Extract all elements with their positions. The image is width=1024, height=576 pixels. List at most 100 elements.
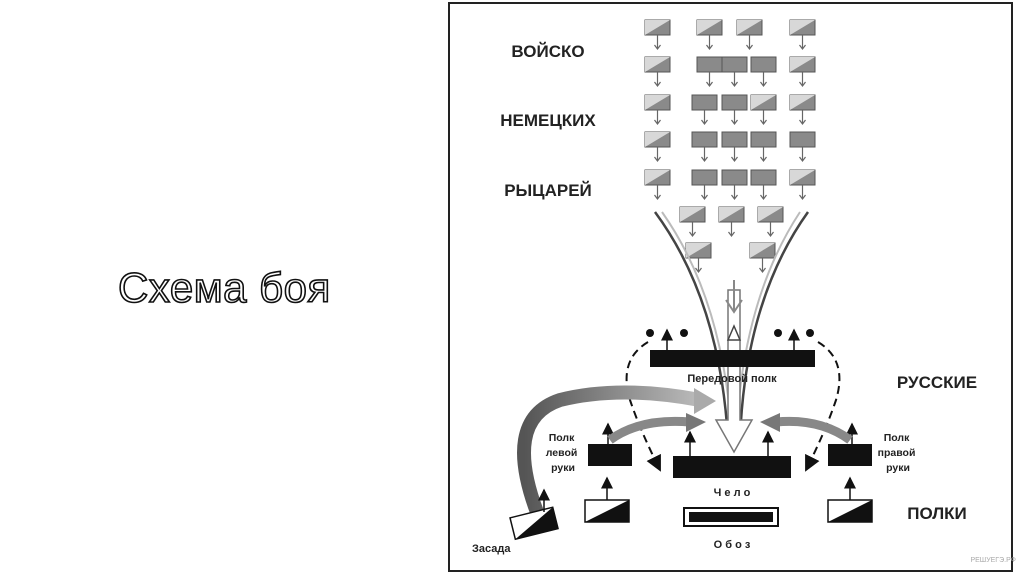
knight-unit — [691, 94, 718, 111]
knight-unit — [750, 56, 777, 73]
knight-unit-flag — [758, 207, 783, 222]
knight-advance-arrow — [799, 35, 806, 50]
knight-advance-arrow — [731, 147, 738, 162]
funnel-left-line — [653, 211, 730, 441]
retreat-right-dashed — [805, 341, 841, 472]
knight-formation — [644, 19, 816, 273]
knight-unit — [691, 169, 718, 186]
knight-unit — [789, 131, 816, 148]
baggage-bar — [689, 512, 773, 522]
counter-arrow — [726, 324, 742, 341]
slide-title: Схема боя — [117, 263, 331, 312]
knight-advance-arrow — [731, 185, 738, 200]
knight-unit-flag — [645, 170, 670, 185]
watermark: РЕШУЕГЭ.РФ — [970, 557, 1016, 564]
knight-unit — [750, 169, 777, 186]
knight-unit — [721, 56, 748, 73]
knight-advance-arrow — [706, 72, 713, 87]
vanguard-dot — [646, 329, 654, 337]
vanguard-label: Передовой полк — [687, 373, 777, 385]
knight-advance-arrow — [767, 222, 774, 237]
ambush-label: Засада — [472, 543, 511, 555]
knight-advance-arrow — [701, 185, 708, 200]
knight-advance-arrow — [746, 35, 753, 50]
right-regiment-bar — [828, 444, 872, 466]
main-attack-arrow — [714, 289, 754, 454]
right-flank-arrowhead — [760, 413, 780, 432]
vanguard-dot — [806, 329, 814, 337]
left-regiment-line: руки — [551, 462, 575, 474]
enemy-label-line: ВОЙСКО — [511, 42, 584, 61]
right-reserve-unit — [827, 476, 873, 523]
right-regiment-label: Полк правой руки — [878, 432, 919, 474]
russian-label-line: ПОЛКИ — [907, 504, 967, 523]
knight-unit-flag — [645, 20, 670, 35]
knight-advance-arrow — [799, 147, 806, 162]
knight-unit — [721, 94, 748, 111]
knight-unit — [750, 131, 777, 148]
right-regiment-line: правой — [878, 447, 916, 459]
knight-unit-flag — [737, 20, 762, 35]
knight-unit-flag — [751, 95, 776, 110]
left-regiment-line: левой — [546, 447, 578, 459]
knight-unit-flag — [645, 57, 670, 72]
knight-advance-arrow — [654, 110, 661, 125]
knight-advance-arrow — [701, 110, 708, 125]
knight-advance-arrow — [731, 110, 738, 125]
knight-advance-arrow — [760, 185, 767, 200]
knight-advance-arrow — [759, 258, 766, 273]
knight-unit-flag — [645, 132, 670, 147]
knight-advance-arrow — [728, 222, 735, 237]
knight-unit-flag — [790, 20, 815, 35]
knight-advance-arrow — [654, 35, 661, 50]
russian-label-line: РУССКИЕ — [897, 373, 977, 392]
vanguard-dot — [774, 329, 782, 337]
knight-advance-arrow — [799, 110, 806, 125]
knight-unit — [721, 169, 748, 186]
left-flank-arrowhead — [686, 413, 706, 432]
right-flank-attack — [775, 416, 853, 444]
knight-unit-flag — [790, 170, 815, 185]
enemy-label-line: РЫЦАРЕЙ — [504, 181, 592, 200]
knight-advance-arrow — [654, 185, 661, 200]
knight-advance-arrow — [760, 110, 767, 125]
knight-unit-flag — [790, 95, 815, 110]
knight-advance-arrow — [731, 72, 738, 87]
knight-advance-arrow — [760, 72, 767, 87]
knight-unit-flag — [680, 207, 705, 222]
retreat-left-dashed — [625, 341, 661, 472]
right-regiment-line: Полк — [884, 432, 910, 444]
knight-advance-arrow — [689, 222, 696, 237]
knight-advance-arrow — [654, 147, 661, 162]
battle-diagram-frame — [448, 2, 1013, 572]
left-regiment-bar — [588, 444, 632, 466]
knight-advance-arrow — [799, 185, 806, 200]
ambush-unit — [509, 506, 559, 541]
knight-unit-flag — [697, 20, 722, 35]
knight-unit-flag — [750, 243, 775, 258]
knight-unit — [721, 131, 748, 148]
knight-unit-flag — [686, 243, 711, 258]
knight-unit — [696, 56, 723, 73]
right-regiment-line: руки — [886, 462, 910, 474]
baggage-frame — [683, 507, 779, 527]
ambush-arrowhead — [694, 388, 716, 414]
center-bar — [673, 456, 791, 478]
knight-advance-arrow — [701, 147, 708, 162]
knight-advance-arrow — [760, 147, 767, 162]
ambush-attack-arrow — [517, 385, 702, 523]
knight-unit — [691, 131, 718, 148]
left-flank-attack — [607, 416, 691, 444]
enemy-label-line: НЕМЕЦКИХ — [500, 111, 596, 130]
knight-unit-flag — [790, 57, 815, 72]
vanguard-dot — [680, 329, 688, 337]
left-regiment-line: Полк — [549, 432, 575, 444]
left-reserve-unit — [584, 476, 630, 523]
knight-advance-arrow — [706, 35, 713, 50]
left-regiment-label: Полк левой руки — [546, 432, 580, 474]
vanguard-bar — [650, 350, 815, 367]
knight-unit-flag — [645, 95, 670, 110]
knight-advance-arrow — [654, 72, 661, 87]
attack-arrow-small — [725, 280, 743, 314]
